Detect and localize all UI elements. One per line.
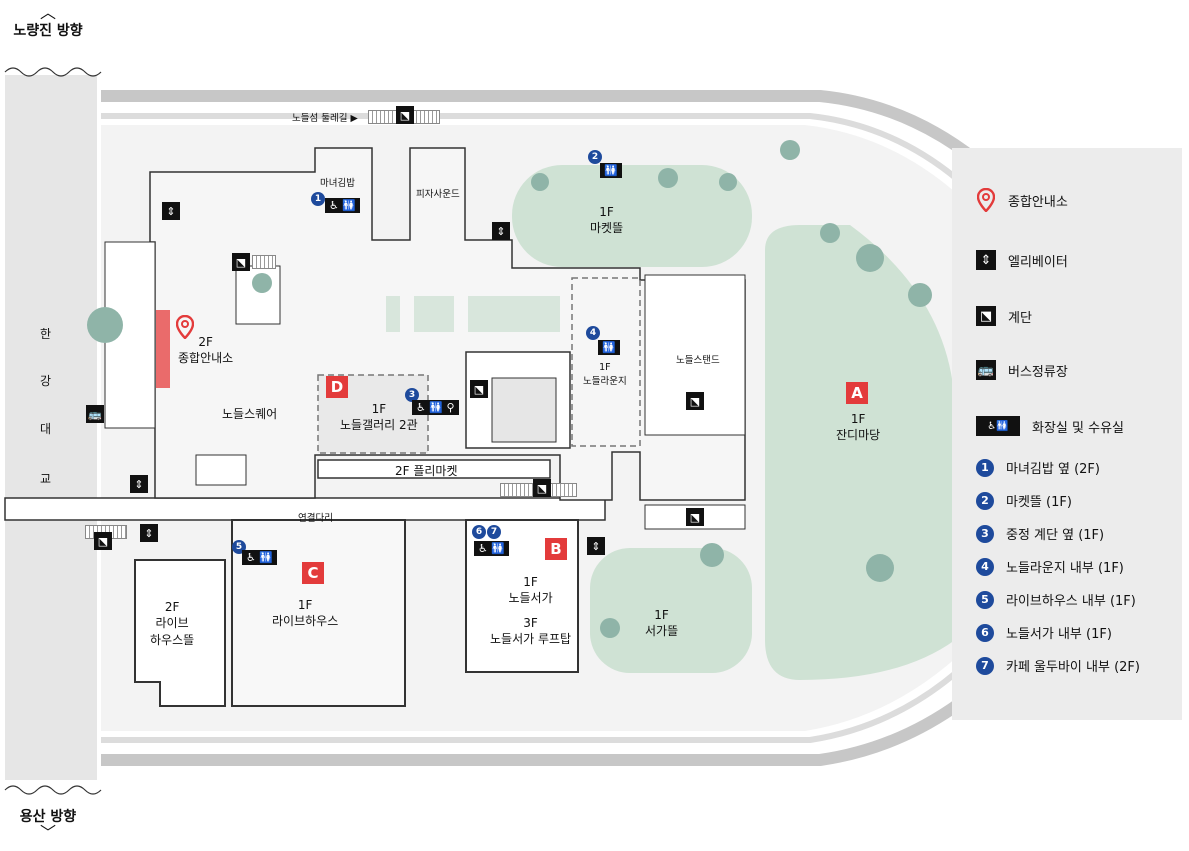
bridge-char-1: 한 xyxy=(40,327,52,341)
elevator-icon: ⇕ xyxy=(976,250,996,270)
zone-b-marker: B xyxy=(545,538,567,560)
flea-market-label: 2F 플리마켓 xyxy=(395,464,458,478)
bus-stop-icon: 🚌 xyxy=(86,405,104,423)
restroom-icon: ♿ 🚻 xyxy=(474,541,510,556)
bridge-char-2: 강 xyxy=(40,374,52,388)
elevator-icon: ⇕ xyxy=(492,222,510,240)
restroom-badge-7: 7 xyxy=(487,525,501,539)
restroom-icon: ♿ 🚻 xyxy=(242,550,278,565)
elevator-icon: ⇕ xyxy=(587,537,605,555)
info-center-label: 2F 종합안내소 xyxy=(178,335,234,365)
kimbap-shop-label: 마녀김밥 xyxy=(320,178,355,189)
lounge-label: 1F 노들라운지 xyxy=(583,362,627,387)
zone-c-label: 1F 라이브하우스 xyxy=(272,598,339,628)
restroom-badge-4: 4 xyxy=(586,326,600,340)
zone-a-label: 1F 잔디마당 xyxy=(836,412,881,442)
market-garden-label: 1F 마켓뜰 xyxy=(590,205,624,235)
legend-item-3: 3 중정 계단 옆 (1F) xyxy=(976,524,1104,543)
zone-a-marker: A xyxy=(846,382,868,404)
zone-d-marker: D xyxy=(326,376,348,398)
north-direction: ︿ 노량진 방향 xyxy=(8,3,88,40)
stairs-icon: ⬔ xyxy=(686,508,704,526)
stairs-icon: ⬔ xyxy=(686,392,704,410)
stairs-icon: ⬔ xyxy=(94,532,112,550)
legend-item-4: 4 노들라운지 내부 (1F) xyxy=(976,557,1124,576)
south-direction: 용산 방향 ﹀ xyxy=(8,806,88,842)
restroom-icon: ♿ 🚻 ⚲ xyxy=(412,400,459,415)
restroom-icon: ♿🚻 xyxy=(976,416,1020,436)
stairs-icon: ⬔ xyxy=(232,253,250,271)
chevron-up-icon: ︿ xyxy=(39,3,56,22)
elevator-icon: ⇕ xyxy=(140,524,158,542)
restroom-badge-3: 3 xyxy=(405,388,419,402)
book-garden-label: 1F 서가뜰 xyxy=(645,608,679,638)
walkway-label: 노들섬 둘레길 ▶ xyxy=(292,113,358,124)
stairs-icon: ⬔ xyxy=(976,306,996,326)
zone-c-marker: C xyxy=(302,562,324,584)
restroom-icon: 🚻 xyxy=(598,340,620,355)
restroom-badge-2: 2 xyxy=(588,150,602,164)
chevron-down-icon: ﹀ xyxy=(39,823,56,842)
legend-item-7: 7 카페 울두바이 내부 (2F) xyxy=(976,656,1140,675)
legend-bus: 🚌 버스정류장 xyxy=(976,360,1068,380)
restroom-badge-6: 6 xyxy=(472,525,486,539)
info-pin-icon xyxy=(175,314,195,340)
legend-item-6: 6 노들서가 내부 (1F) xyxy=(976,623,1112,642)
legend-panel: 종합안내소 ⇕ 엘리베이터 ⬔ 계단 🚌 버스정류장 ♿🚻 화장실 및 수유실 … xyxy=(952,148,1182,720)
legend-item-2: 2 마켓뜰 (1F) xyxy=(976,491,1072,510)
bus-stop-icon: 🚌 xyxy=(976,360,996,380)
stairs-icon: ⬔ xyxy=(396,106,414,124)
legend-restroom: ♿🚻 화장실 및 수유실 xyxy=(976,416,1124,436)
stairs-icon: ⬔ xyxy=(533,479,551,497)
restroom-icon: ♿ 🚻 xyxy=(325,198,361,213)
stand-label: 노들스탠드 xyxy=(676,352,720,366)
zone-b-label: 1F 노들서가 3F 노들서가 루프탑 xyxy=(490,575,572,646)
inner-stairs xyxy=(252,255,276,269)
restroom-badge-1: 1 xyxy=(311,192,325,206)
legend-elevator: ⇕ 엘리베이터 xyxy=(976,250,1068,270)
square-label: 노들스퀘어 xyxy=(222,407,278,421)
elevator-icon: ⇕ xyxy=(162,202,180,220)
zone-d-label: 1F 노들갤러리 2관 xyxy=(340,402,418,432)
bridge-char-4: 교 xyxy=(40,472,52,486)
bridge-char-3: 대 xyxy=(40,422,52,436)
pizza-shop-label: 피자사운드 xyxy=(416,189,460,200)
stairs-icon: ⬔ xyxy=(470,380,488,398)
legend-item-1: 1 마녀김밥 옆 (2F) xyxy=(976,458,1100,477)
restroom-icon: 🚻 xyxy=(600,163,622,178)
live-house-garden-label: 2F 라이브 하우스뜰 xyxy=(150,600,195,647)
legend-info: 종합안내소 xyxy=(976,188,1068,212)
legend-item-5: 5 라이브하우스 내부 (1F) xyxy=(976,590,1136,609)
info-pin-icon xyxy=(976,188,996,212)
connector-label: 연결다리 xyxy=(298,513,333,524)
legend-stairs: ⬔ 계단 xyxy=(976,306,1032,326)
elevator-icon: ⇕ xyxy=(130,475,148,493)
